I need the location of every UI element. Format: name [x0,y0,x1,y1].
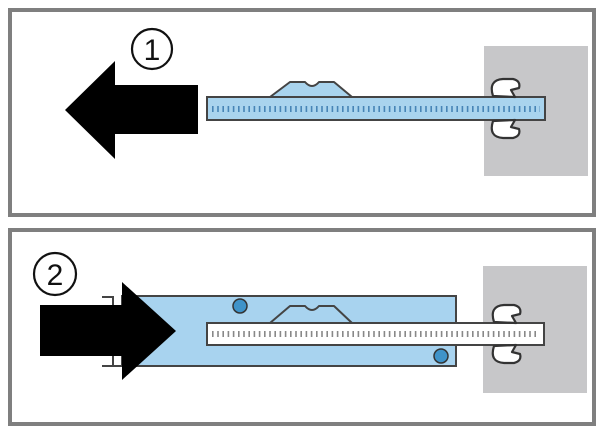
right-arrow-icon [40,282,176,380]
step-2-circle [32,251,78,297]
step-1-circle [130,27,174,71]
clip-icon [491,303,522,365]
step-2-badge: 2 [32,251,78,297]
latch-icon [269,81,353,98]
latch-icon [269,305,353,324]
step-2-number: 2 [47,259,64,292]
step-1-badge: 1 [130,27,174,71]
slide-strip-white [206,322,545,346]
step-1-panel: 1 [8,8,596,217]
slide-strip [206,96,546,121]
left-arrow-icon [65,61,198,159]
holder-dot [433,348,449,364]
step-2-panel: 2 [8,228,596,426]
step-1-number: 1 [144,34,161,67]
clip-icon [490,77,521,140]
holder-dot [232,298,248,314]
